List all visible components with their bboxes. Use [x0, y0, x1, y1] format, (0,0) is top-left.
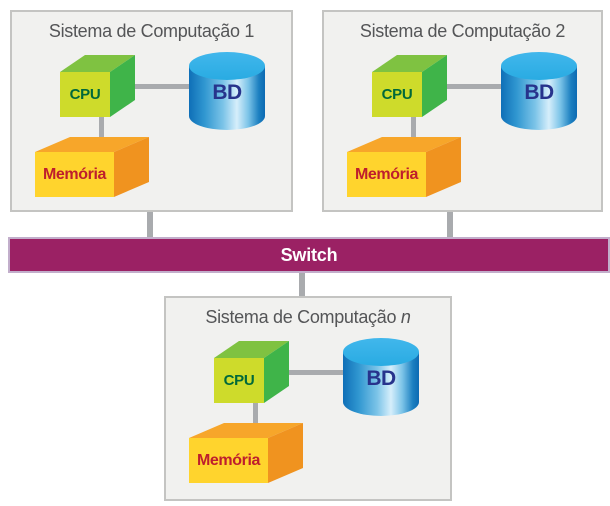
memory-box: Memória: [35, 137, 149, 197]
database-cylinder-bottom: [343, 388, 419, 416]
database-cylinder-bottom: [501, 102, 577, 130]
memory-box: Memória: [189, 423, 303, 483]
switch-bar: Switch: [8, 237, 610, 273]
memory-box-front-face: Memória: [347, 152, 426, 197]
connector-line-cpu-bd: [133, 84, 191, 89]
cpu-box-front-face: CPU: [214, 358, 264, 403]
database-cylinder: BD: [501, 52, 577, 130]
cpu-box-front-face: CPU: [372, 72, 422, 117]
memory-label: Memória: [197, 451, 260, 469]
connector-line-cpu-bd: [287, 370, 345, 375]
connector-line-cpu-memory: [99, 116, 104, 149]
cpu-box-front-face: CPU: [60, 72, 110, 117]
cpu-label: CPU: [223, 372, 255, 389]
database-cylinder-top: [189, 52, 265, 80]
memory-box-top-face: [347, 137, 461, 152]
memory-box: Memória: [347, 137, 461, 197]
connector-line-system2-switch: [447, 212, 453, 237]
database-cylinder: BD: [343, 338, 419, 416]
system-panel-2: Sistema de Computação 2 Memória CPU BD: [322, 10, 603, 212]
panel-title-text: Sistema de Computação: [48, 21, 245, 41]
panel-title-suffix: n: [400, 307, 411, 327]
database-cylinder-top: [343, 338, 419, 366]
panel-title-text: Sistema de Computação: [205, 307, 401, 327]
connector-line-cpu-memory: [411, 116, 416, 149]
memory-box-top-face: [35, 137, 149, 152]
system-panel-n: Sistema de Computação n Memória CPU BD: [164, 296, 452, 501]
database-label: BD: [524, 81, 554, 104]
connector-line-cpu-memory: [253, 402, 258, 435]
memory-label: Memória: [355, 165, 418, 183]
database-label: BD: [212, 81, 242, 104]
database-cylinder-top: [501, 52, 577, 80]
panel-title: Sistema de Computação n: [166, 307, 450, 328]
switch-label: Switch: [280, 244, 338, 265]
panel-title-text: Sistema de Computação: [359, 21, 556, 41]
panel-title: Sistema de Computação 2: [324, 21, 601, 42]
cpu-box: CPU: [372, 55, 447, 117]
panel-title: Sistema de Computação 1: [12, 21, 291, 42]
memory-box-front-face: Memória: [189, 438, 268, 483]
panel-title-suffix: 2: [555, 21, 566, 41]
memory-box-front-face: Memória: [35, 152, 114, 197]
system-panel-1: Sistema de Computação 1 Memória CPU BD: [10, 10, 293, 212]
database-cylinder: BD: [189, 52, 265, 130]
cpu-box: CPU: [214, 341, 289, 403]
cpu-label: CPU: [381, 86, 413, 103]
memory-label: Memória: [43, 165, 106, 183]
database-label: BD: [366, 367, 396, 390]
connector-line-cpu-bd: [445, 84, 503, 89]
cpu-box: CPU: [60, 55, 135, 117]
database-cylinder-bottom: [189, 102, 265, 130]
memory-box-top-face: [189, 423, 303, 438]
panel-title-suffix: 1: [244, 21, 255, 41]
cpu-label: CPU: [69, 86, 101, 103]
connector-line-system1-switch: [147, 212, 153, 237]
connector-line-switch-systemn: [299, 273, 305, 296]
